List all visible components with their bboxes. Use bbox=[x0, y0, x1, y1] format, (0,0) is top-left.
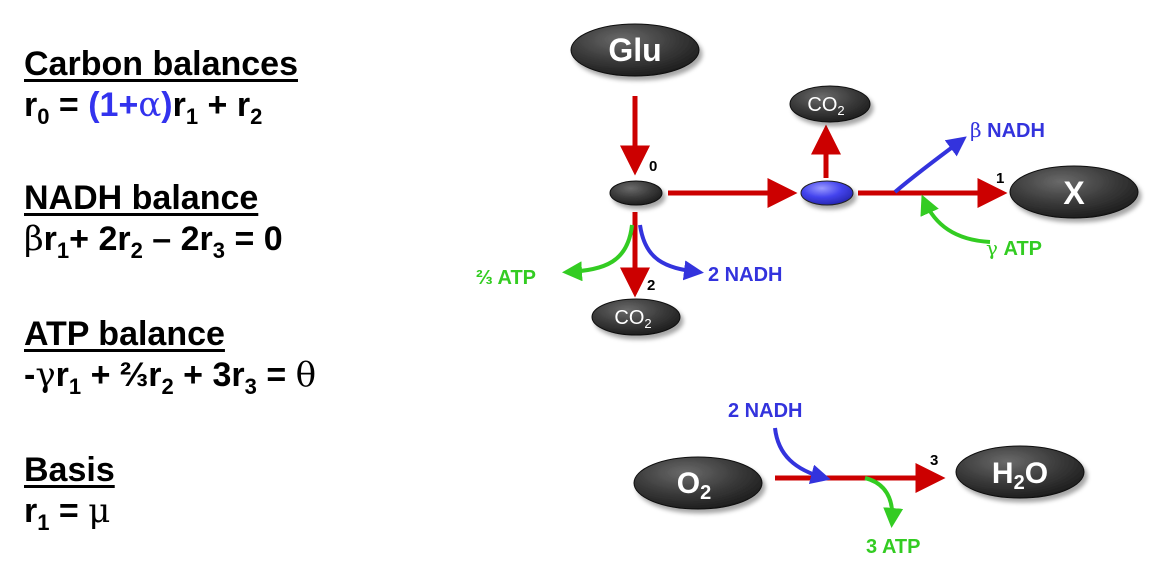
atp-balance-equation: -γr1 + ⅔r2 + 3r3 = θ bbox=[24, 355, 317, 399]
node-intermediate bbox=[800, 180, 854, 206]
carbon-balance-equation: r0 = (1+α)r1 + r2 bbox=[24, 85, 263, 129]
node-glu-label: Glu bbox=[608, 32, 661, 68]
basis-equation: r1 = μ bbox=[24, 491, 111, 535]
label-beta-nadh: β NADH bbox=[970, 118, 1045, 142]
arrow-2-nadh-bottom bbox=[773, 427, 831, 485]
basis-block: Basis r1 = μ bbox=[24, 450, 115, 535]
arrow-beta-nadh bbox=[893, 136, 967, 194]
atp-balance-title: ATP balance bbox=[24, 315, 225, 353]
label-two-thirds-atp: ⅔ ATP bbox=[476, 267, 536, 289]
label-2-nadh-top: 2 NADH bbox=[708, 264, 782, 286]
reaction-number-0: 0 bbox=[649, 158, 657, 175]
reaction-number-2: 2 bbox=[647, 277, 655, 294]
label-3-atp: 3 ATP bbox=[866, 536, 920, 558]
node-co2-bottom-label: CO2 bbox=[614, 307, 651, 331]
basis-title: Basis bbox=[24, 451, 115, 489]
node-co2-top-label: CO2 bbox=[807, 94, 844, 118]
arrow-two-thirds-atp bbox=[562, 224, 634, 282]
arrow-gamma-atp bbox=[920, 194, 991, 244]
nadh-balance-equation: βr1+ 2r2 – 2r3 = 0 bbox=[24, 219, 283, 263]
arrow-2-nadh-top bbox=[638, 224, 704, 281]
node-branch-point bbox=[609, 180, 663, 206]
reaction-number-3: 3 bbox=[930, 452, 938, 469]
node-h2o bbox=[955, 445, 1085, 499]
reaction-number-1: 1 bbox=[996, 170, 1004, 187]
node-x bbox=[1009, 165, 1139, 219]
node-co2-bottom bbox=[591, 298, 681, 336]
nadh-balance-title: NADH balance bbox=[24, 179, 259, 217]
node-x-label: X bbox=[1063, 175, 1085, 211]
carbon-balance-block: Carbon balances r0 = (1+α)r1 + r2 bbox=[24, 44, 298, 129]
carbon-balance-title: Carbon balances bbox=[24, 45, 298, 83]
node-o2-label: O2 bbox=[677, 467, 711, 504]
label-gamma-atp: γ ATP bbox=[986, 236, 1042, 260]
node-co2-top bbox=[789, 85, 871, 123]
node-glu bbox=[570, 23, 700, 77]
arrow-3-atp bbox=[864, 476, 904, 528]
nadh-balance-block: NADH balance βr1+ 2r2 – 2r3 = 0 bbox=[24, 178, 283, 263]
label-2-nadh-bottom: 2 NADH bbox=[728, 400, 802, 422]
node-h2o-label: H2O bbox=[992, 457, 1048, 494]
atp-balance-block: ATP balance -γr1 + ⅔r2 + 3r3 = θ bbox=[24, 314, 317, 399]
node-o2 bbox=[633, 456, 763, 510]
